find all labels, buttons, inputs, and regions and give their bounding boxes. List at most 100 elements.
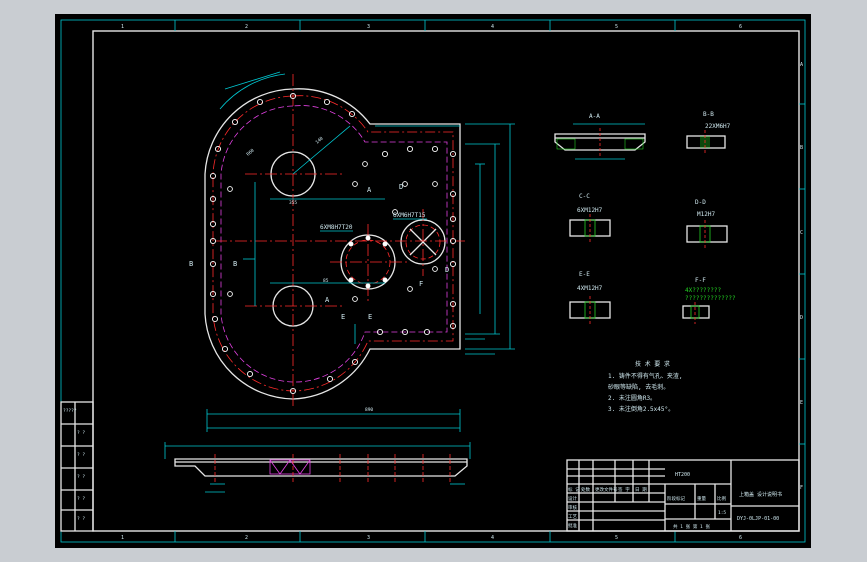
section-cc: C-C 6XM12H7 bbox=[569, 193, 611, 242]
svg-text:阶段标记: 阶段标记 bbox=[667, 495, 685, 502]
technical-requirements: 技 术 要 求 1. 铸件不得有气孔、夹渣, 砂眼等缺陷, 去毛刺。 2. 未注… bbox=[608, 360, 682, 413]
section-aa: A-A bbox=[554, 113, 646, 160]
svg-text:工艺: 工艺 bbox=[568, 514, 577, 520]
svg-text:4: 4 bbox=[491, 535, 494, 541]
svg-text:R60: R60 bbox=[245, 148, 255, 158]
svg-text:E: E bbox=[368, 313, 372, 321]
svg-text:技 术 要 求: 技 术 要 求 bbox=[635, 360, 670, 368]
front-view bbox=[164, 442, 471, 493]
svg-text:5: 5 bbox=[615, 24, 618, 30]
section-bb: B-B 22XM6H7 bbox=[686, 111, 731, 154]
svg-text:C-C: C-C bbox=[579, 193, 590, 200]
svg-text:更改文件号: 更改文件号 bbox=[595, 486, 618, 493]
svg-text:3: 3 bbox=[367, 24, 370, 30]
svg-text:4X????????: 4X???????? bbox=[685, 287, 722, 294]
drawing-canvas: 1 2 3 4 5 6 1 2 3 4 5 6 A B C D E F ????… bbox=[60, 19, 806, 543]
svg-text:F: F bbox=[419, 280, 423, 288]
svg-text:3: 3 bbox=[367, 535, 370, 541]
svg-text:F-F: F-F bbox=[695, 277, 706, 284]
plan-view[interactable]: 6XM8H7T20 6XM6H7T15 B B A A D D E E F 35… bbox=[189, 71, 515, 432]
zone-numbers-bottom: 1 2 3 4 5 6 bbox=[121, 535, 742, 541]
zone-numbers-top: 1 2 3 4 5 6 bbox=[121, 24, 742, 30]
svg-text:批准: 批准 bbox=[568, 522, 577, 529]
svg-text:? ?: ? ? bbox=[77, 430, 85, 436]
svg-text:3. 未注倒角2.5x45°。: 3. 未注倒角2.5x45°。 bbox=[608, 405, 674, 413]
title-block: HT200 上箱盖 设计说明书 DYJ-0LJP-01-00 标 记 处数 更改… bbox=[566, 459, 800, 532]
svg-text:1: 1 bbox=[121, 24, 124, 30]
svg-text:砂眼等缺陷, 去毛刺。: 砂眼等缺陷, 去毛刺。 bbox=[608, 383, 669, 391]
svg-text:2: 2 bbox=[245, 535, 248, 541]
bolt-holes bbox=[209, 92, 457, 395]
centerlines bbox=[215, 74, 465, 409]
svg-text:M12H7: M12H7 bbox=[697, 211, 715, 218]
svg-text:6: 6 bbox=[739, 535, 742, 541]
svg-text:A: A bbox=[800, 62, 803, 68]
svg-text:22XM6H7: 22XM6H7 bbox=[705, 123, 731, 130]
dimension-lines bbox=[206, 71, 515, 432]
svg-text:A-A: A-A bbox=[589, 113, 600, 120]
svg-text:重量: 重量 bbox=[697, 495, 706, 502]
svg-text:B: B bbox=[233, 260, 237, 268]
svg-text:2. 未注圆角R3。: 2. 未注圆角R3。 bbox=[608, 394, 656, 402]
svg-text:签 字: 签 字 bbox=[618, 486, 630, 493]
svg-text:D: D bbox=[445, 266, 449, 274]
svg-text:6: 6 bbox=[739, 24, 742, 30]
svg-text:1. 铸件不得有气孔、夹渣,: 1. 铸件不得有气孔、夹渣, bbox=[608, 372, 682, 380]
svg-text:设计: 设计 bbox=[568, 495, 577, 502]
svg-text:F: F bbox=[800, 485, 803, 491]
svg-text:处数: 处数 bbox=[581, 486, 590, 493]
svg-text:? ?: ? ? bbox=[77, 516, 85, 522]
svg-text:C: C bbox=[800, 230, 803, 236]
svg-text:4XM12H7: 4XM12H7 bbox=[577, 285, 603, 292]
svg-text:2: 2 bbox=[245, 24, 248, 30]
svg-text:?????: ????? bbox=[63, 408, 77, 414]
dimension-texts: 355 R60 85 890 140 bbox=[245, 136, 373, 413]
svg-text:6XM12H7: 6XM12H7 bbox=[577, 207, 603, 214]
svg-text:B: B bbox=[189, 260, 193, 268]
svg-text:85: 85 bbox=[323, 278, 329, 284]
svg-text:日 期: 日 期 bbox=[635, 487, 647, 493]
section-dd: D-D M12H7 bbox=[686, 199, 728, 248]
housing-outline bbox=[204, 88, 461, 400]
bolt-line bbox=[212, 95, 454, 392]
section-ee: E-E 4XM12H7 bbox=[569, 271, 611, 326]
svg-text:890: 890 bbox=[365, 407, 373, 413]
section-ff: F-F 4X???????? ?????????????? bbox=[682, 277, 736, 324]
svg-text:D: D bbox=[800, 315, 803, 321]
left-revision-block: ????? ? ? ? ? ? ? ? ? ? ? bbox=[60, 401, 94, 532]
svg-text:标 记: 标 记 bbox=[568, 486, 580, 493]
svg-text:E: E bbox=[800, 400, 803, 406]
svg-text:??????????????: ?????????????? bbox=[685, 295, 736, 302]
section-marks: B B A A D D E E F bbox=[189, 183, 449, 321]
zone-ticks bbox=[174, 20, 805, 542]
inner-contour bbox=[220, 105, 448, 383]
svg-text:1: 1 bbox=[121, 535, 124, 541]
svg-text:DYJ-0LJP-01-00: DYJ-0LJP-01-00 bbox=[737, 516, 779, 522]
svg-text:B: B bbox=[800, 145, 803, 151]
svg-text:共 1 张 第 1 张: 共 1 张 第 1 张 bbox=[673, 523, 710, 530]
svg-text:140: 140 bbox=[314, 136, 324, 146]
svg-text:? ?: ? ? bbox=[77, 452, 85, 458]
cad-viewport[interactable]: 1 2 3 4 5 6 1 2 3 4 5 6 A B C D E F ????… bbox=[55, 14, 811, 548]
hole-callout-m8: 6XM8H7T20 bbox=[320, 224, 353, 231]
svg-text:HT200: HT200 bbox=[675, 472, 690, 478]
svg-text:E-E: E-E bbox=[579, 271, 590, 278]
svg-text:1:5: 1:5 bbox=[718, 510, 726, 516]
svg-text:E: E bbox=[341, 313, 345, 321]
svg-text:4: 4 bbox=[491, 24, 494, 30]
svg-text:B-B: B-B bbox=[703, 111, 714, 118]
svg-text:? ?: ? ? bbox=[77, 496, 85, 502]
outer-frame bbox=[60, 19, 806, 543]
svg-text:D-D: D-D bbox=[695, 199, 706, 206]
svg-text:5: 5 bbox=[615, 535, 618, 541]
svg-text:上箱盖 设计说明书: 上箱盖 设计说明书 bbox=[739, 491, 782, 498]
svg-text:审核: 审核 bbox=[568, 504, 577, 511]
svg-text:? ?: ? ? bbox=[77, 474, 85, 480]
svg-text:355: 355 bbox=[289, 200, 297, 206]
hole-callout-m6: 6XM6H7T15 bbox=[393, 212, 426, 219]
zone-letters-right: A B C D E F bbox=[800, 62, 803, 491]
svg-text:D: D bbox=[399, 183, 403, 191]
svg-text:A: A bbox=[325, 296, 330, 304]
svg-text:比例: 比例 bbox=[717, 495, 726, 502]
svg-text:A: A bbox=[367, 186, 372, 194]
